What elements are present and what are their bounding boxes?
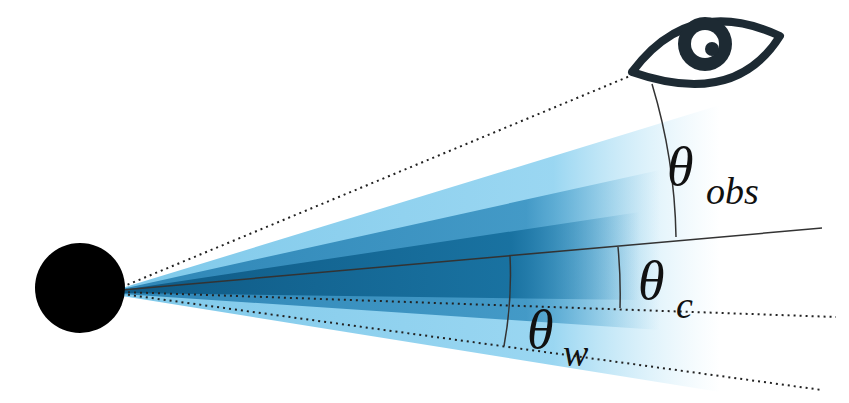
angle-symbol: θ (667, 140, 694, 194)
angle-symbol: θ (638, 254, 665, 308)
edge-line (122, 294, 822, 390)
angle-arc (618, 247, 620, 308)
angle-symbol: θ (527, 303, 554, 357)
sight-line (122, 76, 630, 287)
angle-arc (504, 256, 510, 346)
core-cone (122, 212, 640, 300)
axis-line (122, 228, 822, 290)
angle-subscript: c (676, 286, 693, 324)
angle-subscript: w (563, 334, 588, 372)
black-hole (35, 243, 125, 333)
outer-cone (122, 105, 720, 392)
edge-line (122, 292, 836, 317)
eye-icon (632, 17, 780, 84)
angle-subscript: obs (706, 172, 759, 210)
